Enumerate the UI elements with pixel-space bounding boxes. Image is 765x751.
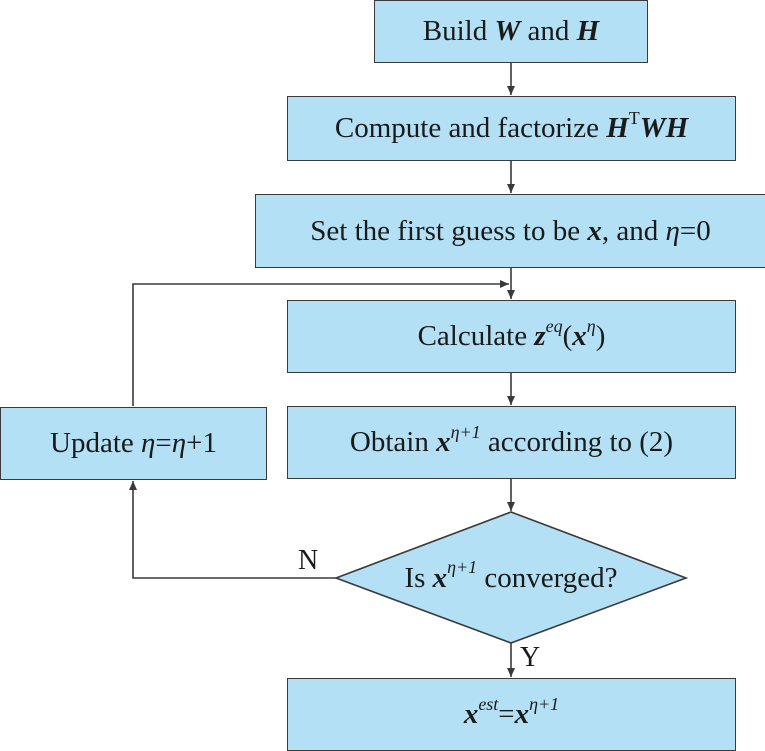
obtain-text: Obtain xη+1 according to (2) xyxy=(349,421,674,458)
result-box: xest=xη+1 xyxy=(287,678,736,751)
update-text: Update η=η+1 xyxy=(50,427,217,459)
decision-text: Is xη+1 converged? xyxy=(404,557,618,594)
calculate-box: Calculate zeq(xη) xyxy=(287,300,736,373)
first-guess-text: Set the first guess to be x, and η=0 xyxy=(310,214,711,247)
arrow-no-to-update xyxy=(129,481,336,579)
calculate-text: Calculate zeq(xη) xyxy=(417,315,606,352)
label-yes: Y xyxy=(520,642,541,673)
label-no: N xyxy=(298,545,319,576)
decision-diamond xyxy=(333,511,689,644)
arrow-update-to-loop xyxy=(132,280,509,406)
compute-box: Compute and factorize HTWH xyxy=(287,96,736,161)
build-box: Build W and H xyxy=(374,0,648,63)
build-text: Build W and H xyxy=(422,15,600,47)
obtain-box: Obtain xη+1 according to (2) xyxy=(287,406,736,479)
result-text: xest=xη+1 xyxy=(463,693,560,730)
compute-text: Compute and factorize HTWH xyxy=(334,107,689,144)
first-guess-box: Set the first guess to be x, and η=0 xyxy=(255,194,765,268)
update-box: Update η=η+1 xyxy=(0,407,267,480)
